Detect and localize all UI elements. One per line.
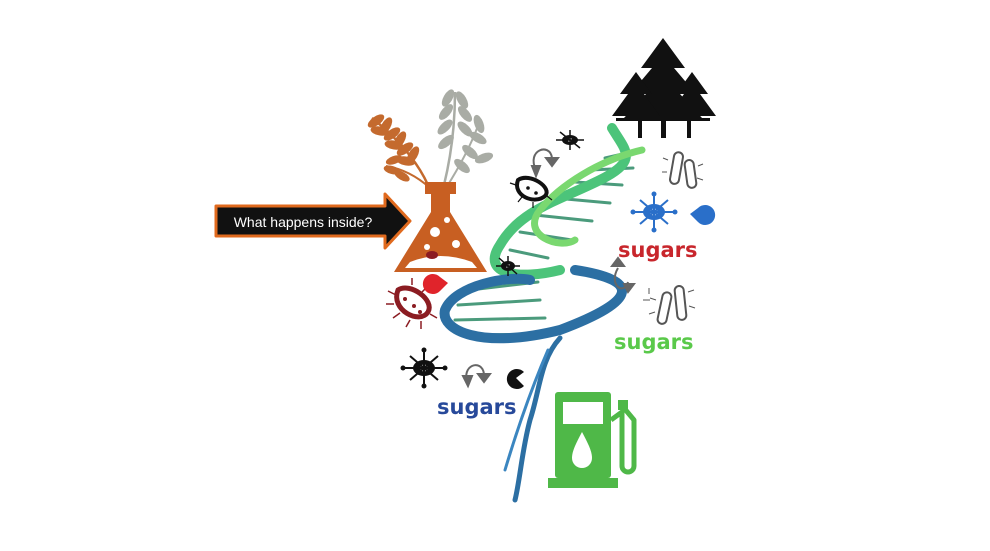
bacterium-icon (509, 176, 553, 208)
trees-icon (612, 38, 716, 138)
callout-arrow: What happens inside? (214, 192, 412, 250)
sugars-label-green: sugars (614, 330, 694, 354)
enzyme-icon (690, 204, 716, 225)
callout-text: What happens inside? (234, 214, 373, 230)
virus-icon (400, 347, 448, 389)
cycle-arrow-icon (610, 256, 636, 294)
fuel-pump-icon (548, 392, 637, 488)
bacterium-icon (386, 278, 438, 329)
virus-icon (496, 256, 520, 276)
cycle-arrow-icon (530, 148, 560, 179)
bacterium-icon (643, 151, 704, 325)
sugars-label-red: sugars (618, 238, 698, 262)
enzyme-icon (506, 369, 524, 390)
flask-icon (394, 182, 487, 272)
enzyme-icon (422, 274, 448, 295)
wheat-icon (367, 89, 494, 189)
bacterium-icon (426, 251, 438, 259)
cycle-arrow-icon (461, 364, 492, 389)
virus-icon (556, 130, 584, 150)
virus-icon (630, 191, 678, 233)
sugars-label-blue: sugars (437, 395, 517, 419)
